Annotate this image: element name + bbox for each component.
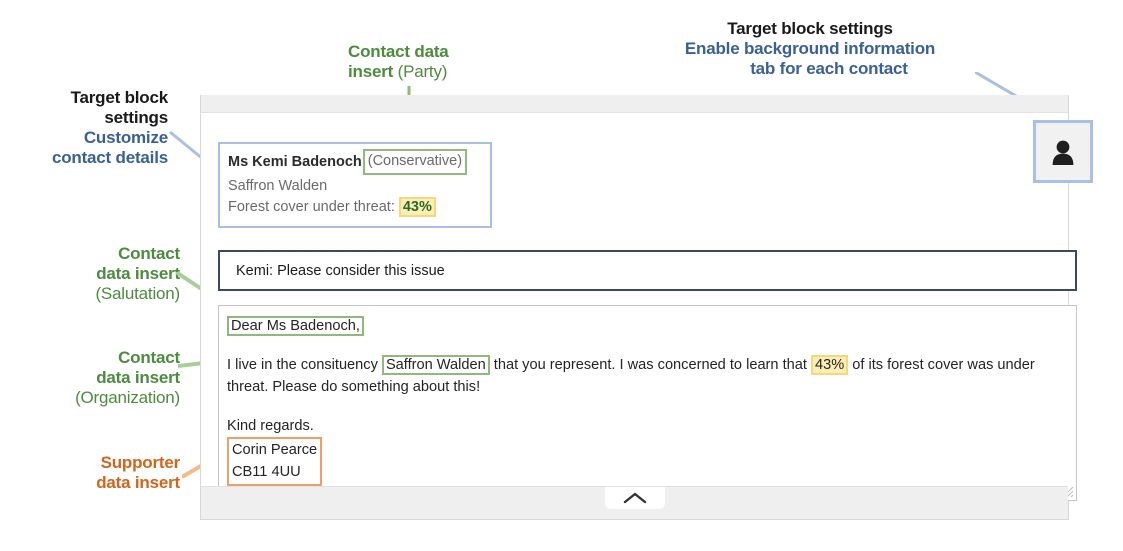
annotation-line: tab for each contact (750, 59, 908, 79)
body-paragraph: I live in the consituency Saffron Walden… (227, 354, 1066, 398)
annotation-line: Contact (118, 348, 180, 367)
annotation-contact-data-organization: Contact data insert (Organization) (20, 348, 180, 408)
contact-stat-row: Forest cover under threat: 43% (228, 197, 482, 219)
collapse-button[interactable] (604, 487, 665, 509)
annotation-line: data insert (96, 264, 180, 284)
organization-insert: Saffron Walden (381, 355, 490, 375)
salutation-paragraph: Dear Ms Badenoch, (227, 315, 1066, 337)
panel-footer (201, 486, 1068, 519)
subject-value: Kemi: Please consider this issue (236, 262, 445, 279)
annotation-target-block-background: Target block settings Enable background … (640, 19, 980, 79)
annotation-contact-data-salutation: Contact data insert (Salutation) (20, 244, 180, 304)
background-information-tab[interactable] (1033, 120, 1093, 183)
body-text-before-org: I live in the consituency (227, 357, 382, 373)
subject-input[interactable]: Kemi: Please consider this issue (218, 250, 1077, 291)
annotation-line: Target block (70, 88, 169, 107)
annotation-line: data insert (96, 368, 180, 388)
salutation-insert: Dear Ms Badenoch, (227, 316, 364, 336)
annotation-qualifier: (Salutation) (95, 284, 180, 304)
annotation-qualifier: (Party) (393, 62, 448, 82)
annotation-line: Supporter (100, 453, 181, 472)
body-text-after-pct: of its forest cover was under threat. Pl… (227, 357, 1035, 395)
salutation-value: Ms Badenoch, (266, 318, 360, 334)
annotation-target-block-customize: Target block settings Customize contact … (20, 88, 168, 168)
contact-party-insert: (Conservative) (362, 149, 468, 175)
panel-body: Ms Kemi Badenoch(Conservative) Saffron W… (201, 113, 1093, 501)
contact-name: Ms Kemi Badenoch (228, 154, 362, 170)
annotation-contact-data-party: Contact data insert (Party) (348, 42, 449, 82)
annotation-supporter-data: Supporter data insert (20, 453, 180, 493)
person-icon (1050, 138, 1076, 166)
contact-stat-label: Forest cover under threat: (228, 199, 399, 215)
annotation-line: Contact (118, 244, 180, 263)
annotation-bold: insert (348, 62, 394, 82)
panel-top-bar (201, 95, 1068, 113)
contact-stat-value-insert: 43% (398, 197, 436, 217)
annotation-line: contact details (51, 148, 168, 168)
closing-text: Kind regards. (227, 418, 314, 434)
salutation-prefix: Dear (231, 318, 267, 334)
message-body-textarea[interactable]: Dear Ms Badenoch, I live in the consitue… (218, 305, 1077, 501)
annotation-line: Contact data (348, 42, 449, 61)
target-contact-block[interactable]: Ms Kemi Badenoch(Conservative) Saffron W… (218, 142, 492, 228)
signature-name: Corin Pearce (232, 442, 318, 458)
contact-name-row: Ms Kemi Badenoch(Conservative) (228, 149, 482, 176)
email-composer-panel: Ms Kemi Badenoch(Conservative) Saffron W… (200, 95, 1093, 520)
annotation-qualifier: (Organization) (75, 388, 180, 408)
signature-postcode: CB11 4UU (232, 464, 301, 480)
annotation-line: Enable background information (684, 39, 936, 59)
annotation-line: Customize (83, 128, 168, 148)
annotation-line: Target block settings (727, 19, 893, 38)
annotation-line: settings (104, 108, 168, 128)
chevron-up-icon (623, 491, 647, 505)
contact-organization: Saffron Walden (228, 177, 328, 194)
body-text-after-org: that you represent. I was concerned to l… (489, 357, 811, 373)
annotation-line: data insert (96, 473, 180, 493)
reference-data-insert: 43% (810, 355, 849, 375)
annotation-line-2: insert (Party) (348, 62, 449, 82)
